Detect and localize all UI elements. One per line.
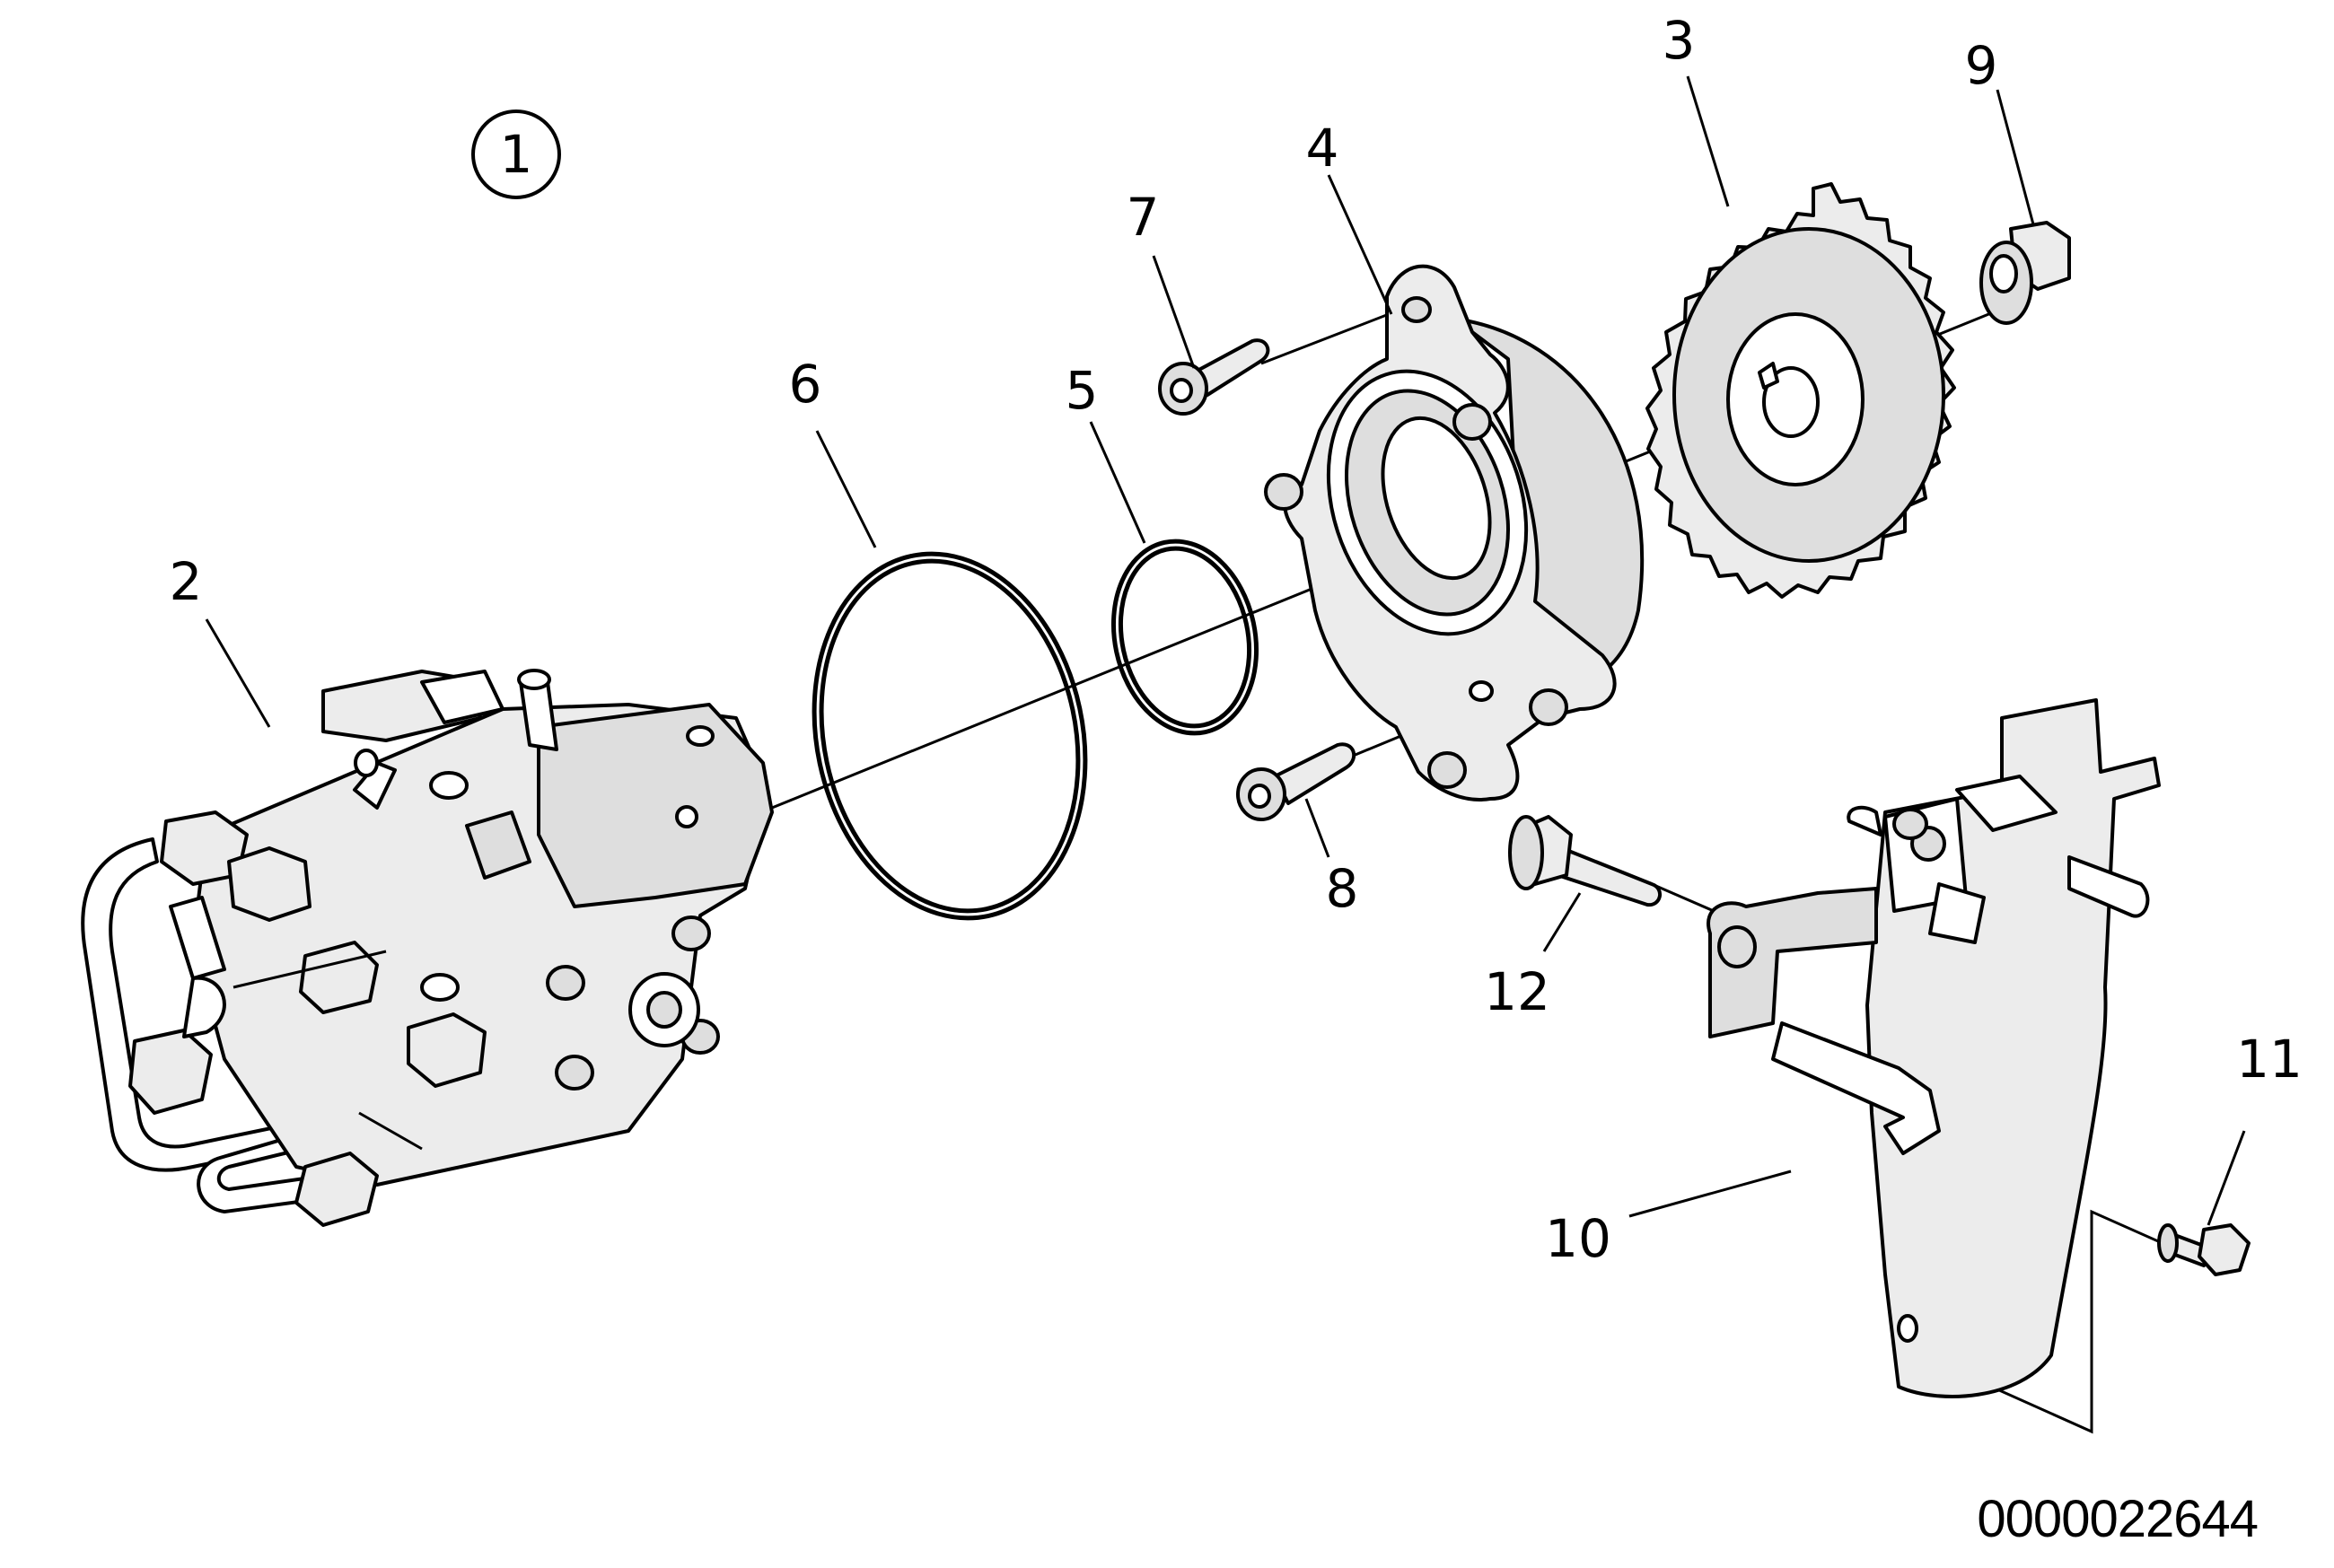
lower-socket-bolt <box>1236 742 1356 821</box>
mounting-bolt <box>1508 815 1662 907</box>
flange-nut <box>1979 221 2071 325</box>
high-pressure-pump <box>81 669 774 1227</box>
small-o-ring <box>1110 539 1259 736</box>
callout-labels: 2 3 4 5 6 7 8 9 10 11 12 <box>170 10 2303 1269</box>
drive-gear <box>1645 182 1956 599</box>
callout-2: 2 <box>170 551 203 612</box>
callout-leader-lines <box>205 75 2246 1226</box>
upper-socket-bolt <box>1158 338 1270 416</box>
small-flange-bolt <box>2157 1223 2251 1276</box>
callout-5: 5 <box>1066 360 1099 421</box>
callout-10: 10 <box>1545 1208 1611 1269</box>
callout-9: 9 <box>1965 35 1998 96</box>
large-o-ring <box>812 551 1088 921</box>
callout-7: 7 <box>1127 187 1160 248</box>
group-marker-label: 1 <box>500 124 533 185</box>
group-marker: 1 <box>471 109 561 199</box>
group-marker-circle <box>471 109 561 199</box>
callout-3: 3 <box>1663 10 1696 71</box>
document-number: 0000022644 <box>1977 1490 2258 1548</box>
callout-4: 4 <box>1306 118 1339 179</box>
callout-8: 8 <box>1326 858 1359 919</box>
mounting-bracket <box>1707 698 2161 1398</box>
callout-6: 6 <box>789 354 822 415</box>
callout-11: 11 <box>2236 1029 2303 1090</box>
callout-12: 12 <box>1484 961 1550 1022</box>
bearing-flange-housing <box>1264 264 1645 802</box>
